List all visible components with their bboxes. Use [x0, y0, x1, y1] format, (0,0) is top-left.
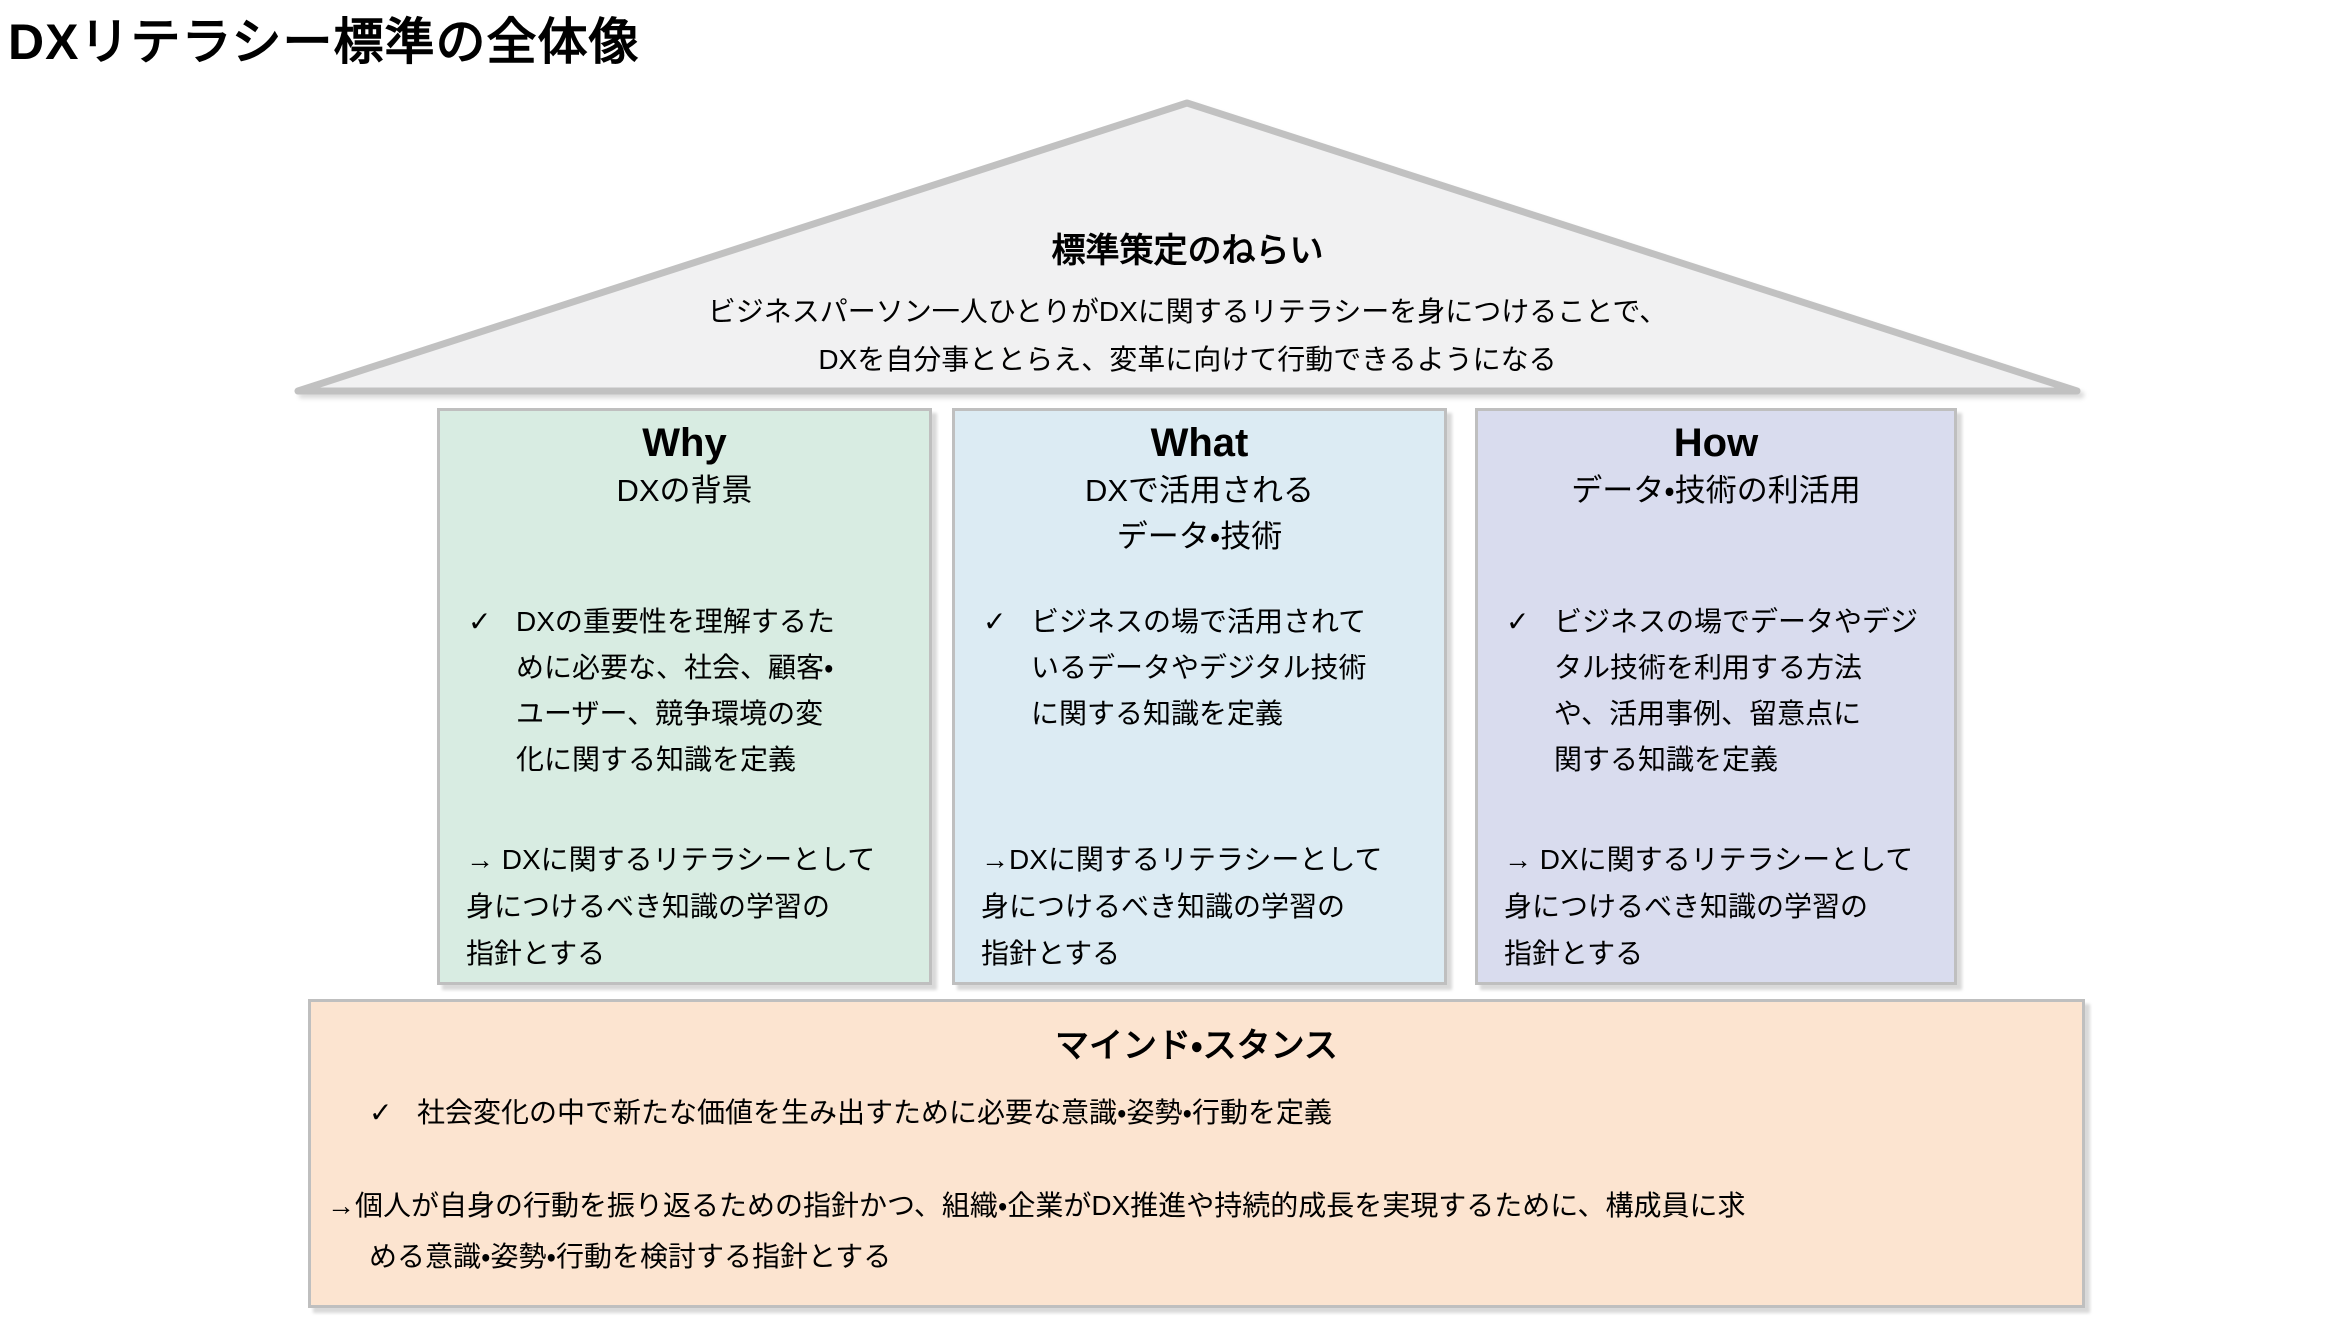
- pillar-why-arrow-text: → DXに関するリテラシーとして 身につけるべき知識の学習の 指針とする: [466, 844, 876, 969]
- pillar-why-title: Why: [642, 421, 727, 465]
- pillar-what-bullet-text: ビジネスの場で活用されて いるデータやデジタル技術 に関する知識を定義: [1031, 606, 1367, 729]
- pillar-what-bullet: ✓ ビジネスの場で活用されて いるデータやデジタル技術 に関する知識を定義: [983, 599, 1430, 737]
- pillar-how-bullet: ✓ ビジネスの場でデータやデジ タル技術を利用する方法 や、活用事例、留意点に …: [1506, 599, 1940, 783]
- pillar-why: Why DXの背景 ✓ DXの重要性を理解するた めに必要な、社会、顧客・ ユー…: [437, 408, 932, 985]
- pillar-what-subtitle: DXで活用される データ・技術: [1084, 473, 1315, 554]
- pillar-what: What DXで活用される データ・技術 ✓ ビジネスの場で活用されて いるデー…: [952, 408, 1447, 985]
- roof-text-block: 標準策定のねらい ビジネスパーソン一人ひとりがDXに関するリテラシーを身につける…: [290, 223, 2085, 384]
- mind-stance-box: マインド・スタンス ✓ 社会変化の中で新たな価値を生み出すために必要な意識・姿勢…: [308, 999, 2085, 1308]
- roof-section: 標準策定のねらい ビジネスパーソン一人ひとりがDXに関するリテラシーを身につける…: [290, 95, 2085, 400]
- roof-description-line2: DXを自分事ととらえ、変革に向けて行動できるようになる: [818, 344, 1557, 375]
- pillar-why-subtitle: DXの背景: [616, 473, 753, 508]
- check-icon: ✓: [983, 606, 1007, 637]
- mind-stance-bullet: ✓ 社会変化の中で新たな価値を生み出すために必要な意識・姿勢・行動を定義: [369, 1092, 2052, 1134]
- pillar-how-subtitle: データ・技術の利活用: [1571, 473, 1861, 508]
- pillar-how-bullet-text: ビジネスの場でデータやデジ タル技術を利用する方法 や、活用事例、留意点に 関す…: [1554, 606, 1919, 775]
- pillar-why-bullet-text: DXの重要性を理解するた めに必要な、社会、顧客・ ユーザー、競争環境の変 化に…: [516, 606, 835, 775]
- check-icon: ✓: [1506, 606, 1530, 637]
- check-icon: ✓: [369, 1097, 393, 1128]
- roof-triangle-shape: [294, 99, 2081, 395]
- mind-stance-bullet-text: 社会変化の中で新たな価値を生み出すために必要な意識・姿勢・行動を定義: [417, 1097, 1333, 1128]
- mind-stance-arrow-text: →個人が自身の行動を振り返るための指針かつ、組織・企業がDX推進や持続的成長を実…: [327, 1190, 1746, 1272]
- roof-heading: 標準策定のねらい: [1051, 232, 1324, 270]
- pillar-what-title: What: [1150, 421, 1249, 465]
- page-title: DXリテラシー標準の全体像: [8, 14, 640, 70]
- pillar-what-arrow-text: →DXに関するリテラシーとして 身につけるべき知識の学習の 指針とする: [981, 844, 1383, 969]
- pillar-how-arrow-text: → DXに関するリテラシーとして 身につけるべき知識の学習の 指針とする: [1504, 844, 1914, 969]
- check-icon: ✓: [468, 606, 492, 637]
- pillar-why-bullet: ✓ DXの重要性を理解するた めに必要な、社会、顧客・ ユーザー、競争環境の変 …: [468, 599, 915, 783]
- pillar-how: How データ・技術の利活用 ✓ ビジネスの場でデータやデジ タル技術を利用する…: [1475, 408, 1957, 985]
- mind-stance-heading: マインド・スタンス: [1055, 1027, 1338, 1065]
- roof-description-line1: ビジネスパーソン一人ひとりがDXに関するリテラシーを身につけることで、: [707, 296, 1668, 327]
- pillar-how-title: How: [1673, 421, 1759, 465]
